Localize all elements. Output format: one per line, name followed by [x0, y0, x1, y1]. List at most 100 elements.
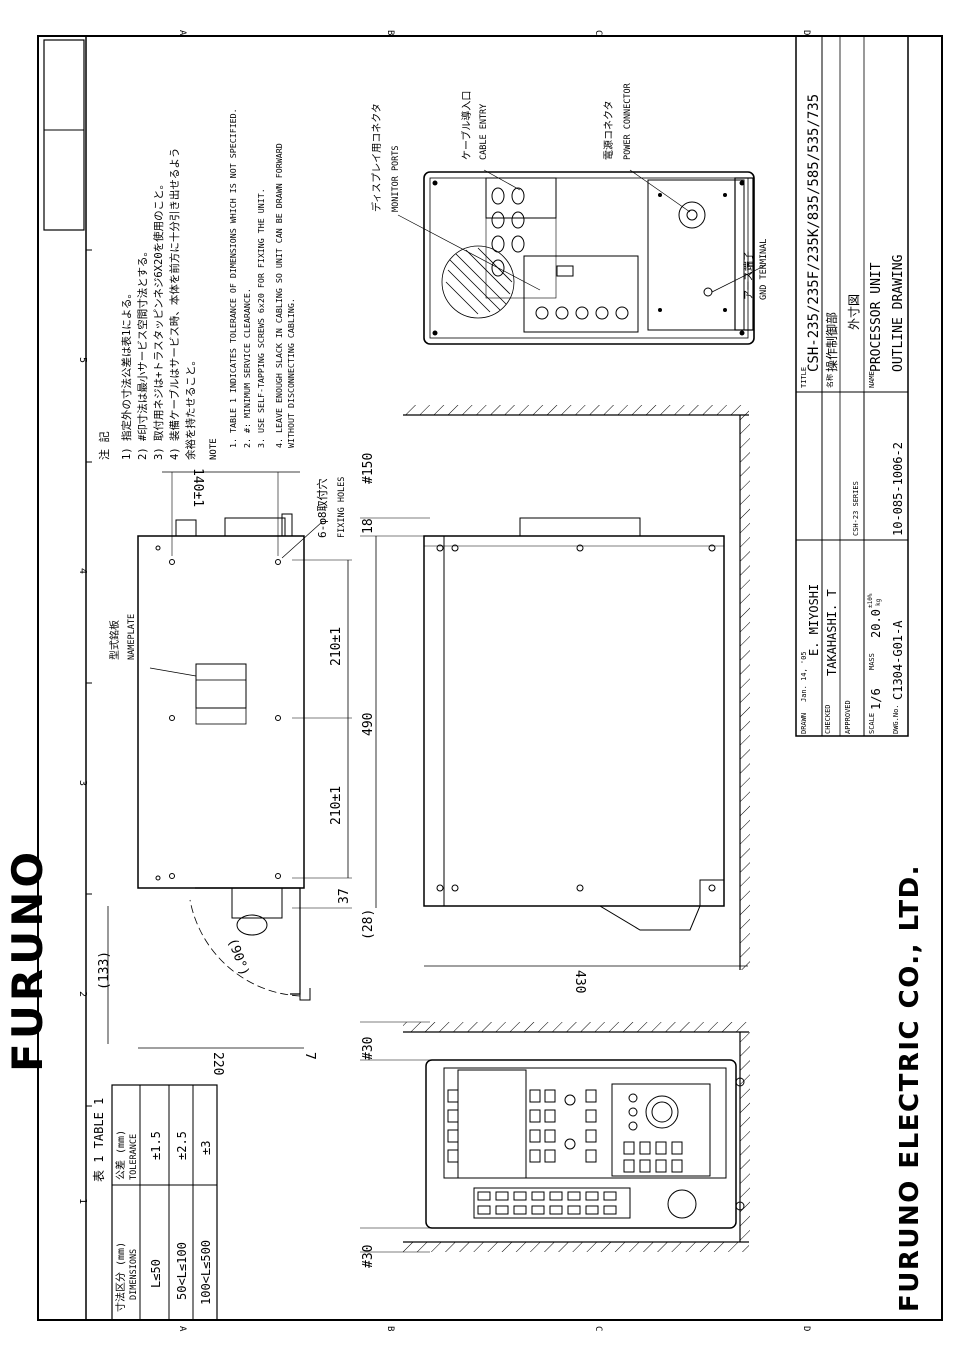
notes-heading-en: NOTE — [209, 438, 219, 460]
table1-col2-jp: 公差 (mm) — [114, 1130, 127, 1180]
tb-doc-no: 10-085-1006-2 — [891, 442, 905, 536]
dim-28: (28) — [361, 909, 376, 940]
table1-row3-tol: ±3 — [199, 1141, 213, 1155]
tb-name-jp: 操作制御部 — [824, 312, 839, 372]
tb-name-jp2: 外寸図 — [847, 294, 861, 330]
zone-c-bottom: C — [593, 1326, 603, 1331]
tb-name-jp-label: 名称 — [825, 374, 834, 388]
zone-b-top: B — [385, 30, 395, 35]
tb-scale-label: SCALE — [868, 713, 876, 734]
tb-approved-label: APPROVED — [844, 700, 852, 734]
note-jp-3: 3) 取付用ネジは+トラスタッピンネジ6X20を使用のこと。 — [152, 179, 165, 460]
tb-mass-label: MASS — [868, 653, 876, 670]
tb-drawn-by: E. MIYOSHI — [807, 584, 821, 656]
note-en-3: 3. USE SELF-TAPPING SCREWS 6x20 FOR FIXI… — [256, 188, 266, 448]
note-en-5: WITHOUT DISCONNECTING CABLING. — [286, 298, 296, 448]
label-fixing-holes-jp: 6-φ8取付穴 — [315, 479, 329, 539]
tb-title-label: TITLE — [800, 367, 808, 388]
note-jp-1: 1) 指定外の寸法公差は表1による。 — [120, 288, 133, 460]
table1-col1-jp: 寸法区分 (mm) — [114, 1242, 127, 1312]
label-fixing-holes-en: FIXING HOLES — [337, 477, 347, 538]
table1-row2-dim: 50<L≤100 — [175, 1242, 189, 1300]
label-gnd-terminal-jp: アース端子 — [742, 251, 755, 300]
label-power-connector-en: POWER CONNECTOR — [623, 82, 633, 160]
dim-150: #150 — [361, 453, 376, 484]
tb-name-2: OUTLINE DRAWING — [891, 254, 906, 372]
tolerance-table: 表 1 TABLE 1 寸法区分 (mm) DIMENSIONS 公差 (mm)… — [92, 1084, 218, 1321]
revision-box — [43, 39, 85, 231]
front-keys — [447, 1077, 745, 1219]
dim-210-a: 210±1 — [329, 627, 344, 666]
table1-row1-dim: L≤50 — [149, 1259, 163, 1288]
zone-d-bottom: D — [801, 1326, 811, 1331]
zone-4: 4 — [77, 568, 88, 574]
label-cable-entry-jp: ケーブル導入口 — [460, 91, 473, 160]
note-en-1: 1. TABLE 1 INDICATES TOLERANCE OF DIMENS… — [228, 108, 238, 448]
note-en-2: 2. #: MINIMUM SERVICE CLEARANCE. — [242, 288, 252, 448]
top-view: 140±1 210±1 210±1 37 490 (133) (90°) 220… — [97, 468, 377, 1075]
zone-b-bottom: B — [385, 1326, 395, 1331]
table1-row1-tol: ±1.5 — [149, 1131, 163, 1160]
zone-a-top: A — [177, 30, 187, 36]
zone-markers: 1 2 3 4 5 A B C D A B C D — [77, 30, 811, 1332]
zone-a-bottom: A — [177, 1326, 187, 1332]
table1-row2-tol: ±2.5 — [175, 1131, 189, 1160]
inner-frame — [85, 35, 943, 1321]
note-jp-5: 余裕を持たせること。 — [184, 355, 197, 460]
tb-dwg-label: DWG.No. — [892, 704, 900, 734]
tb-title: CSH-235/235F/235K/835/585/535/735 — [806, 94, 822, 372]
furuno-logo: FURUNO — [3, 848, 52, 1072]
tb-name-1: PROCESSOR UNIT — [869, 262, 884, 372]
gnd-terminal-icon — [703, 287, 713, 297]
label-cable-entry-en: CABLE ENTRY — [479, 104, 489, 160]
tb-name-label: NAME — [868, 371, 876, 388]
label-monitor-ports-jp: ディスプレイ用コネクタ — [370, 103, 383, 212]
tb-drawn-label: DRAWN — [800, 713, 808, 734]
note-jp-2: 2) #印寸法は最小サービス空間寸法とする。 — [136, 246, 149, 460]
side-view: #150 18 (28) 430 — [360, 405, 750, 993]
dim-7: 7 — [302, 1052, 317, 1060]
tb-mass-tol: ±10% — [867, 593, 874, 608]
dim-140: 140±1 — [190, 468, 205, 507]
table1-col2-en: TOLERANCE — [129, 1134, 139, 1180]
zone-c-top: C — [593, 30, 603, 35]
tb-mass-unit: kg — [875, 598, 882, 606]
zone-1: 1 — [77, 1198, 88, 1204]
vent-grille — [441, 245, 515, 319]
zone-2: 2 — [77, 991, 88, 997]
tb-dwg-no: C1304-G01-A — [891, 620, 905, 700]
zone-3: 3 — [77, 780, 88, 786]
dim-210-b: 210±1 — [329, 786, 344, 825]
dim-30-top: #30 — [361, 1037, 376, 1060]
zone-5: 5 — [77, 357, 88, 363]
front-view: #30 #30 — [360, 1021, 750, 1268]
dim-18: 18 — [361, 518, 376, 534]
dim-490: 490 — [361, 713, 376, 736]
dim-430: 430 — [572, 970, 587, 993]
tb-checked-by: TAKAHASHI. T — [825, 589, 839, 676]
dim-30-bottom: #30 — [361, 1245, 376, 1268]
dim-37: 37 — [337, 888, 352, 904]
table1-col1-en: DIMENSIONS — [129, 1249, 139, 1300]
label-gnd-terminal-en: GND TERMINAL — [759, 239, 769, 300]
tb-checked-label: CHECKED — [824, 704, 832, 734]
tb-series: CSH-23 SERIES — [852, 481, 860, 536]
label-power-connector-jp: 電源コネクタ — [602, 100, 615, 160]
zone-d-top: D — [801, 30, 811, 35]
note-jp-4: 4) 装備ケーブルはサービス時、本体を前方に十分引き出せるよう — [168, 148, 181, 460]
power-connector-icon — [678, 201, 706, 229]
dim-133: (133) — [97, 951, 112, 990]
label-nameplate-en: NAMEPLATE — [127, 614, 137, 660]
note-en-4: 4. LEAVE ENOUGH SLACK IN CABLING SO UNIT… — [274, 143, 284, 448]
tb-drawn-date: Jan. 14, '05 — [800, 651, 808, 702]
notes-heading-jp: 注 記 — [97, 431, 111, 460]
notes-block: 注 記 1) 指定外の寸法公差は表1による。 2) #印寸法は最小サービス空間寸… — [97, 108, 296, 460]
dim-90-deg: (90°) — [224, 936, 251, 978]
monitor-port-connectors — [535, 306, 629, 320]
rear-view: ディスプレイ用コネクタ MONITOR PORTS ケーブル導入口 CABLE … — [370, 82, 769, 345]
label-monitor-ports-en: MONITOR PORTS — [391, 145, 401, 212]
table1-title: 表 1 TABLE 1 — [92, 1098, 106, 1182]
tb-scale: 1/6 — [869, 688, 883, 710]
label-nameplate-jp: 型式銘板 — [108, 620, 121, 660]
